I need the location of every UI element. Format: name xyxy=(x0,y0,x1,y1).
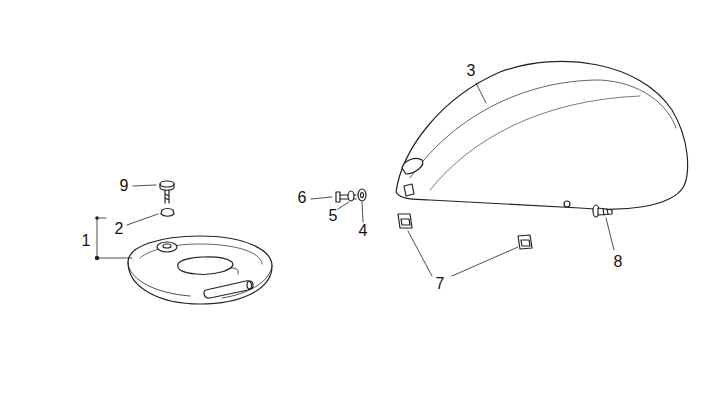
callout-number: 8 xyxy=(614,254,623,270)
callout-number: 7 xyxy=(436,276,445,292)
callout-number: 2 xyxy=(115,221,124,237)
callout-number: 1 xyxy=(82,233,91,249)
callout-number: 4 xyxy=(359,223,368,239)
callout-number: 5 xyxy=(329,208,338,224)
callout-number: 6 xyxy=(298,190,307,206)
callout-number: 3 xyxy=(467,63,476,79)
callout-number: 9 xyxy=(120,178,129,194)
